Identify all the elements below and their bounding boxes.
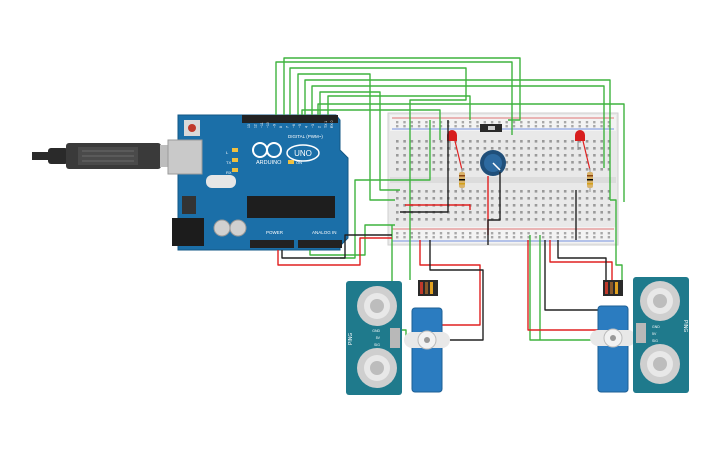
digital-pin-label: TX 1 (324, 121, 328, 128)
sensor-left-pin-sig: SIG (374, 343, 380, 347)
usb-cable (32, 143, 180, 169)
digital-pin-label: ~10 (266, 122, 270, 128)
potentiometer[interactable] (480, 150, 506, 176)
sensor-left-pin-gnd: GND (372, 329, 380, 333)
digital-pin-label: 8 (279, 126, 283, 128)
wires (275, 57, 625, 345)
board-brand-text: ARDUINO (256, 160, 282, 166)
sensor-right-model: PING (682, 320, 688, 332)
ultrasonic-sensor-right[interactable]: PING GND 5V SIG (633, 277, 689, 393)
ultrasonic-sensor-left[interactable]: PING GND 5V SIG (346, 281, 402, 395)
servo-right[interactable] (590, 280, 636, 393)
led-right[interactable] (575, 130, 591, 171)
resistor-left[interactable] (459, 168, 465, 192)
led-left[interactable] (447, 130, 463, 171)
digital-pin-label: 4 (305, 126, 309, 128)
digital-pin-label: ~3 (311, 124, 315, 128)
led-rx-label: RX (226, 170, 232, 175)
board-logo-text: UNO (294, 149, 312, 158)
analog-header-label: ANALOG IN (312, 230, 337, 235)
led-l-label: L (226, 150, 229, 155)
power-header-label: POWER (266, 230, 284, 235)
digital-pin-label: ~11 (260, 122, 264, 128)
digital-pin-label: 12 (253, 124, 257, 128)
digital-pin-label: 13 (247, 124, 251, 128)
sensor-left-pin-5v: 5V (376, 336, 381, 340)
led-tx-label: TX (226, 160, 231, 165)
digital-pin-label: 7 (285, 126, 289, 128)
sensor-right-pin-5v: 5V (652, 332, 657, 336)
resistor-right[interactable] (587, 168, 593, 192)
breadboard-holes (396, 121, 611, 239)
led-on-label: ON (296, 160, 302, 165)
digital-pin-label: ~9 (273, 124, 277, 128)
arduino-uno-board[interactable]: UNO ARDUINO DIGITAL (PWM~) POWER ANALOG … (167, 114, 349, 251)
digital-pin-label: RX 0 (330, 120, 334, 128)
digital-pin-label: ~5 (298, 124, 302, 128)
sensor-right-pin-sig: SIG (652, 339, 658, 343)
slide-switch[interactable] (480, 124, 502, 132)
sensor-right-pin-gnd: GND (652, 325, 660, 329)
digital-pin-label: 2 (317, 126, 321, 128)
digital-header-label: DIGITAL (PWM~) (288, 134, 323, 139)
digital-pin-label: ~6 (292, 124, 296, 128)
sensor-left-model: PING (348, 333, 354, 345)
servo-left[interactable] (404, 280, 450, 393)
